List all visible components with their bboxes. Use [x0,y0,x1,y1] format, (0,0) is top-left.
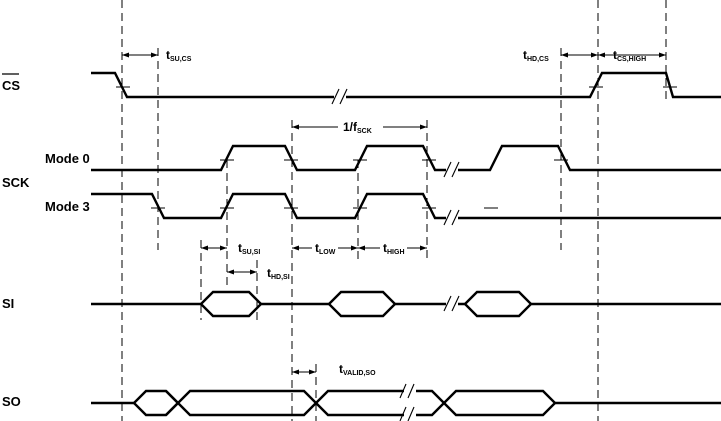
sck-label: SCK [2,175,30,190]
dimension-arrows [122,52,666,375]
break-mark [331,88,348,105]
thigh-label: tHIGH [383,241,405,256]
reference-guides [121,0,667,421]
cs-waveform [91,71,721,105]
break-mark [443,209,460,226]
tvalid-so-label: tVALID,SO [339,362,376,377]
thd-cs-label: tHD,CS [523,48,549,63]
cs-label: CS [2,78,20,93]
si-waveform [91,290,721,318]
period-label: 1/fSCK [343,120,372,135]
tcs-high-label: tCS,HIGH [613,48,646,63]
so-waveform [91,383,721,421]
signal-labels: CS Mode 0 SCK Mode 3 SI SO [2,73,90,409]
break-mark [399,383,416,421]
mode3-label: Mode 3 [45,199,90,214]
mode0-label: Mode 0 [45,151,90,166]
so-label: SO [2,394,21,409]
break-mark [443,295,460,312]
tsu-cs-label: tSU,CS [166,48,192,63]
timing-labels: tSU,CS tHD,CS tCS,HIGH 1/fSCK tSU,SI tHD… [166,48,646,377]
tsu-si-label: tSU,SI [238,241,260,256]
thd-si-label: tHD,SI [267,266,290,281]
si-label: SI [2,296,14,311]
sck-mode3-waveform [91,192,721,226]
break-mark [443,160,460,178]
sck-mode0-waveform [91,144,721,178]
tlow-label: tLOW [315,241,336,256]
